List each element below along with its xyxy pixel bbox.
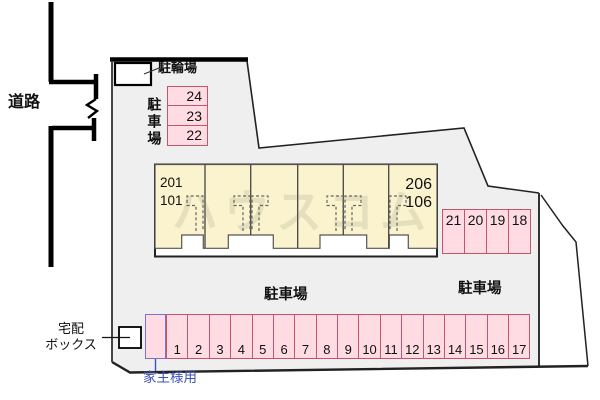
parking-row-right: 21 20 19 18 xyxy=(442,208,531,254)
stair-icon xyxy=(186,195,204,231)
delivery-box-label-line2: ボックス xyxy=(45,337,97,353)
boundary-right-outer xyxy=(540,194,589,367)
delivery-box-label-line1: 宅配 xyxy=(57,321,84,336)
parking-space-3: 3 xyxy=(209,313,232,359)
parking-space-19: 19 xyxy=(487,208,509,254)
parking-space-4: 4 xyxy=(231,313,253,359)
parking-row-bottom: 1 2 3 4 5 6 7 8 9 10 11 12 13 14 15 16 1… xyxy=(166,313,531,359)
stair-icon xyxy=(326,195,344,231)
bicycle-parking-label: 駐輪場 xyxy=(158,60,198,75)
parking-space-8: 8 xyxy=(316,313,338,359)
parking-lot-label-right: 駐車場 xyxy=(458,281,502,297)
parking-space-24: 24 xyxy=(167,85,208,107)
parking-lot-label-mid: 駐車場 xyxy=(264,287,308,303)
parking-space-15: 15 xyxy=(466,313,488,359)
bicycle-parking-box xyxy=(113,61,153,87)
stair-icon xyxy=(251,195,269,231)
parking-space-10: 10 xyxy=(359,313,381,359)
parking-space-14: 14 xyxy=(444,313,467,359)
owner-space-label: 家主様用 xyxy=(143,370,197,385)
parking-space-22: 22 xyxy=(167,125,208,146)
parking-space-13: 13 xyxy=(423,313,445,359)
boundary-upper xyxy=(246,60,540,194)
parking-space-11: 11 xyxy=(380,313,403,359)
unit-label-206: 206 xyxy=(405,176,432,193)
owner-parking-space xyxy=(145,313,166,359)
parking-space-23: 23 xyxy=(167,106,208,126)
bicycle-label-leader-line xyxy=(143,67,160,75)
unit-label-106: 106 xyxy=(405,194,432,211)
road-break-zigzag xyxy=(84,98,100,119)
parking-space-5: 5 xyxy=(252,313,274,359)
delivery-box-label: 宅配 ボックス xyxy=(42,321,100,354)
parking-space-12: 12 xyxy=(402,313,424,359)
boundary-bottom xyxy=(111,360,589,374)
parking-space-17: 17 xyxy=(509,313,531,359)
parking-space-21: 21 xyxy=(442,208,465,254)
parking-lot-label-vertical: 駐車場 xyxy=(146,97,163,148)
stair-icon xyxy=(344,195,362,231)
parking-space-2: 2 xyxy=(188,313,210,359)
stair-icon xyxy=(389,195,407,231)
parking-space-18: 18 xyxy=(509,208,531,254)
parking-space-16: 16 xyxy=(487,313,509,359)
parking-space-7: 7 xyxy=(295,313,317,359)
parking-space-20: 20 xyxy=(465,208,487,254)
stair-icon xyxy=(233,195,251,231)
parking-space-1: 1 xyxy=(166,313,189,359)
parking-column-top: 24 23 22 xyxy=(167,85,208,146)
building-body xyxy=(154,163,438,249)
road-label: 道路 xyxy=(8,94,41,111)
unit-label-101: 101 xyxy=(160,193,183,208)
unit-label-201: 201 xyxy=(160,175,183,190)
parking-space-9: 9 xyxy=(338,313,360,359)
parking-space-6: 6 xyxy=(273,313,296,359)
